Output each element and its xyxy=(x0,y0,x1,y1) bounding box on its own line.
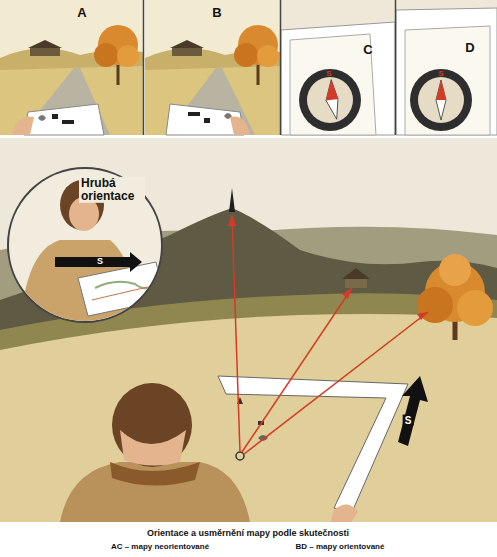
landscape xyxy=(0,138,497,522)
panel-b xyxy=(145,0,280,135)
panel-letter: B xyxy=(212,6,221,20)
panel-c xyxy=(281,0,395,135)
caption-note: BD – mapy orientované xyxy=(296,543,385,552)
compass-north: S xyxy=(438,70,443,79)
panel-letter: A xyxy=(77,6,86,20)
panel-a xyxy=(0,0,143,135)
inset-title: Hrubá orientace xyxy=(79,177,145,203)
caption: Orientace a usměrnění mapy podle skutečn… xyxy=(147,529,349,539)
north-arrow-label: S xyxy=(95,257,105,267)
panel-letter: C xyxy=(363,43,372,57)
compass-north: S xyxy=(326,70,331,79)
inset-circle xyxy=(8,168,165,330)
north-arrow-label: S xyxy=(403,415,414,426)
panel-d xyxy=(396,0,497,135)
caption-note: AC – mapy neorientované xyxy=(111,543,209,552)
panel-letter: D xyxy=(465,41,474,55)
